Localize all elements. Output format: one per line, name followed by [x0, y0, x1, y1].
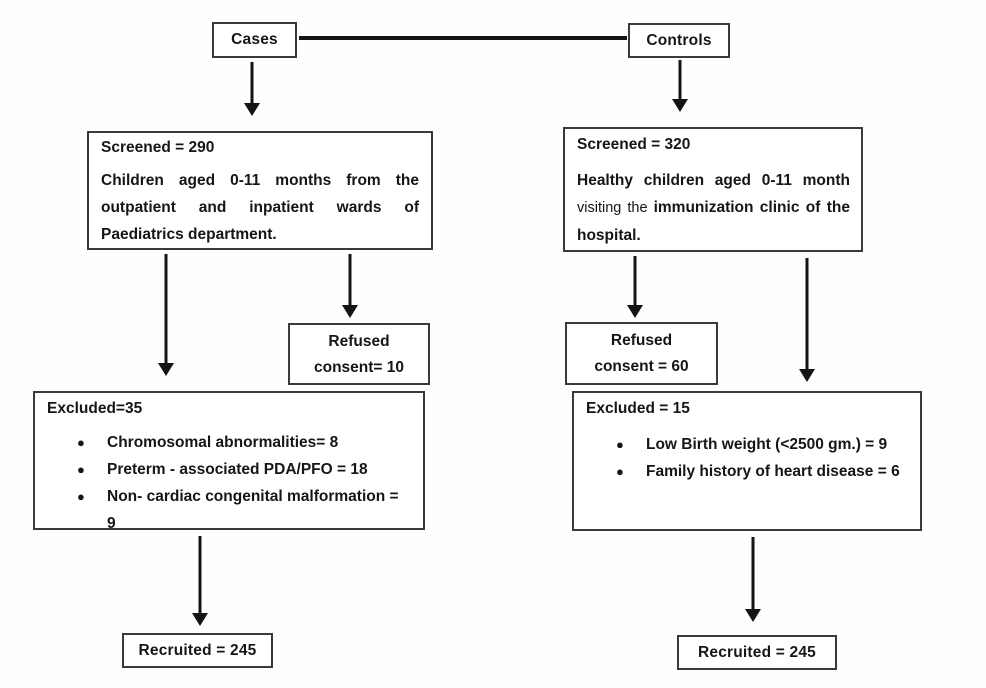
- excluded-controls-box: Excluded = 15 ● Low Birth weight (<2500 …: [572, 391, 922, 531]
- excluded-cases-item: ● Non- cardiac congenital malformation =…: [47, 483, 411, 537]
- arrow-head-icon: [745, 609, 761, 622]
- arrow-excluded-controls-to-recruited: [744, 537, 762, 622]
- excluded-cases-title: Excluded=35: [47, 400, 143, 417]
- cases-label: Cases: [231, 31, 278, 48]
- excluded-cases-item-text: Chromosomal abnormalities= 8: [107, 434, 339, 451]
- arrow-head-icon: [799, 369, 815, 382]
- cases-controls-connector-line: [299, 36, 627, 40]
- cases-box: Cases: [212, 22, 297, 58]
- arrow-excluded-cases-to-recruited: [191, 536, 209, 626]
- controls-label: Controls: [646, 31, 712, 49]
- arrow-shaft: [250, 62, 254, 104]
- recruited-controls-box: Recruited = 245: [677, 635, 837, 670]
- excluded-cases-item-text: Non- cardiac congenital malformation = 9: [107, 488, 399, 532]
- screened-controls-desc-line2-bold: immunization clinic of the: [653, 199, 850, 216]
- excluded-cases-box: Excluded=35 ● Chromosomal abnormalities=…: [33, 391, 425, 532]
- arrow-head-icon: [627, 305, 643, 318]
- screened-controls-box: Screened = 320 Healthy children aged 0-1…: [563, 127, 863, 252]
- refused-consent-cases-box: Refused consent= 10: [288, 323, 430, 385]
- screened-controls-desc-line3: hospital.: [577, 227, 641, 244]
- screened-cases-title: Screened = 290: [101, 139, 215, 156]
- recruited-cases-label: Recruited = 245: [138, 641, 257, 659]
- bullet-icon: ●: [77, 462, 85, 477]
- excluded-controls-item: ● Family history of heart disease = 6: [586, 458, 908, 485]
- arrow-screened-cases-to-excluded: [157, 254, 175, 376]
- bullet-icon: ●: [616, 437, 624, 452]
- arrow-shaft: [678, 60, 682, 100]
- arrow-screened-controls-to-refused: [626, 256, 644, 318]
- arrow-shaft: [348, 254, 352, 306]
- arrow-head-icon: [672, 99, 688, 112]
- arrow-screened-controls-to-excluded: [798, 258, 816, 382]
- arrow-cases-to-screened: [243, 62, 261, 116]
- screened-controls-desc-line2-regular: visiting the: [577, 200, 654, 216]
- arrow-screened-cases-to-refused: [341, 254, 359, 318]
- arrow-head-icon: [192, 613, 208, 626]
- recruited-cases-box: Recruited = 245: [122, 633, 273, 668]
- arrow-controls-to-screened: [671, 60, 689, 112]
- excluded-controls-item-text: Low Birth weight (<2500 gm.) = 9: [646, 436, 888, 453]
- arrow-head-icon: [342, 305, 358, 318]
- excluded-controls-title: Excluded = 15: [586, 400, 690, 417]
- arrow-shaft: [164, 254, 168, 364]
- excluded-controls-item: ● Low Birth weight (<2500 gm.) = 9: [586, 431, 908, 458]
- recruited-controls-label: Recruited = 245: [697, 643, 817, 661]
- screened-cases-desc-line3: Paediatrics department.: [101, 226, 277, 243]
- arrow-head-icon: [244, 103, 260, 116]
- bullet-icon: ●: [77, 435, 85, 450]
- screened-controls-desc-line1: Healthy children aged 0-11 month: [577, 172, 850, 189]
- bullet-icon: ●: [616, 464, 624, 479]
- excluded-cases-item-text: Preterm - associated PDA/PFO = 18: [107, 461, 368, 478]
- bullet-icon: ●: [77, 489, 85, 504]
- refused-cases-line1: Refused: [328, 333, 390, 350]
- arrow-head-icon: [158, 363, 174, 376]
- screened-controls-desc-line2: visiting the immunization clinic of the: [577, 194, 850, 222]
- refused-controls-line2: consent = 60: [594, 358, 689, 375]
- refused-cases-line2: consent= 10: [313, 359, 405, 376]
- controls-box: Controls: [628, 23, 730, 58]
- excluded-cases-item: ● Chromosomal abnormalities= 8: [47, 429, 411, 456]
- refused-consent-controls-box: Refused consent = 60: [565, 322, 718, 385]
- arrow-shaft: [633, 256, 637, 306]
- screened-cases-desc-line1: Children aged 0-11 months from the: [101, 172, 419, 189]
- arrow-shaft: [805, 258, 809, 370]
- screened-cases-desc-line2: outpatient and inpatient wards of: [101, 199, 419, 216]
- arrow-shaft: [751, 537, 755, 610]
- screened-cases-box: Screened = 290 Children aged 0-11 months…: [87, 131, 433, 250]
- excluded-cases-item: ● Preterm - associated PDA/PFO = 18: [47, 456, 411, 483]
- refused-controls-line1: Refused: [610, 332, 673, 349]
- excluded-controls-item-text: Family history of heart disease = 6: [646, 463, 900, 480]
- screened-controls-title: Screened = 320: [577, 136, 691, 153]
- arrow-shaft: [198, 536, 202, 614]
